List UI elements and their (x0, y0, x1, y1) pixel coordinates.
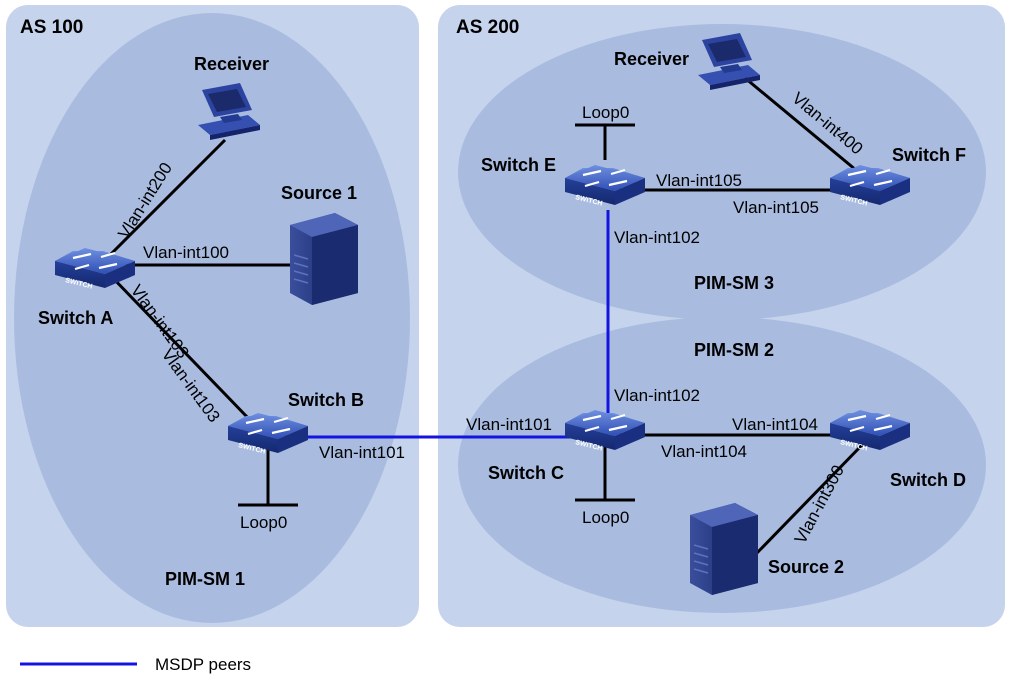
source-2-icon (690, 503, 758, 595)
iface-c-to-b: Vlan-int101 (466, 415, 552, 434)
as100-label: AS 100 (20, 17, 83, 38)
as200-label: AS 200 (456, 17, 519, 38)
link-a-b (108, 273, 252, 422)
switch-a-label: Switch A (38, 308, 113, 328)
pim-sm3-label: PIM-SM 3 (694, 273, 774, 293)
pim-sm3-ellipse (458, 24, 986, 320)
iface-f-to-e: Vlan-int105 (733, 198, 819, 217)
receiver-1-icon (198, 83, 260, 140)
receiver-2-icon (698, 33, 760, 90)
legend-msdp-label: MSDP peers (155, 655, 251, 674)
loop-e-label: Loop0 (582, 103, 629, 122)
switch-c-label: Switch C (488, 463, 564, 483)
receiver-1-label: Receiver (194, 54, 269, 74)
pim-sm2-label: PIM-SM 2 (694, 340, 774, 360)
source-2-label: Source 2 (768, 557, 844, 577)
iface-c-to-d: Vlan-int104 (661, 442, 747, 461)
switch-e-label: Switch E (481, 155, 556, 175)
link-d-source2 (753, 443, 864, 557)
switch-d-label: Switch D (890, 470, 966, 490)
source-1-label: Source 1 (281, 183, 357, 203)
pim-sm2-ellipse (458, 317, 986, 613)
source-1-icon (290, 213, 358, 305)
iface-d-to-c: Vlan-int104 (732, 415, 818, 434)
iface-a-to-source1: Vlan-int100 (143, 243, 229, 262)
iface-b-to-c: Vlan-int101 (319, 443, 405, 462)
loop-b-label: Loop0 (240, 513, 287, 532)
receiver-2-label: Receiver (614, 49, 689, 69)
loop-c-label: Loop0 (582, 508, 629, 527)
iface-c-to-e: Vlan-int102 (614, 386, 700, 405)
iface-e-to-c: Vlan-int102 (614, 228, 700, 247)
links (108, 76, 864, 557)
pim-sm1-label: PIM-SM 1 (165, 569, 245, 589)
msdp-links (285, 210, 610, 439)
link-f-receiver (744, 76, 863, 177)
switch-b-label: Switch B (288, 390, 364, 410)
iface-e-to-f: Vlan-int105 (656, 171, 742, 190)
link-a-receiver (108, 138, 227, 257)
switch-f-label: Switch F (892, 145, 966, 165)
pim-sm1-ellipse (14, 13, 410, 623)
